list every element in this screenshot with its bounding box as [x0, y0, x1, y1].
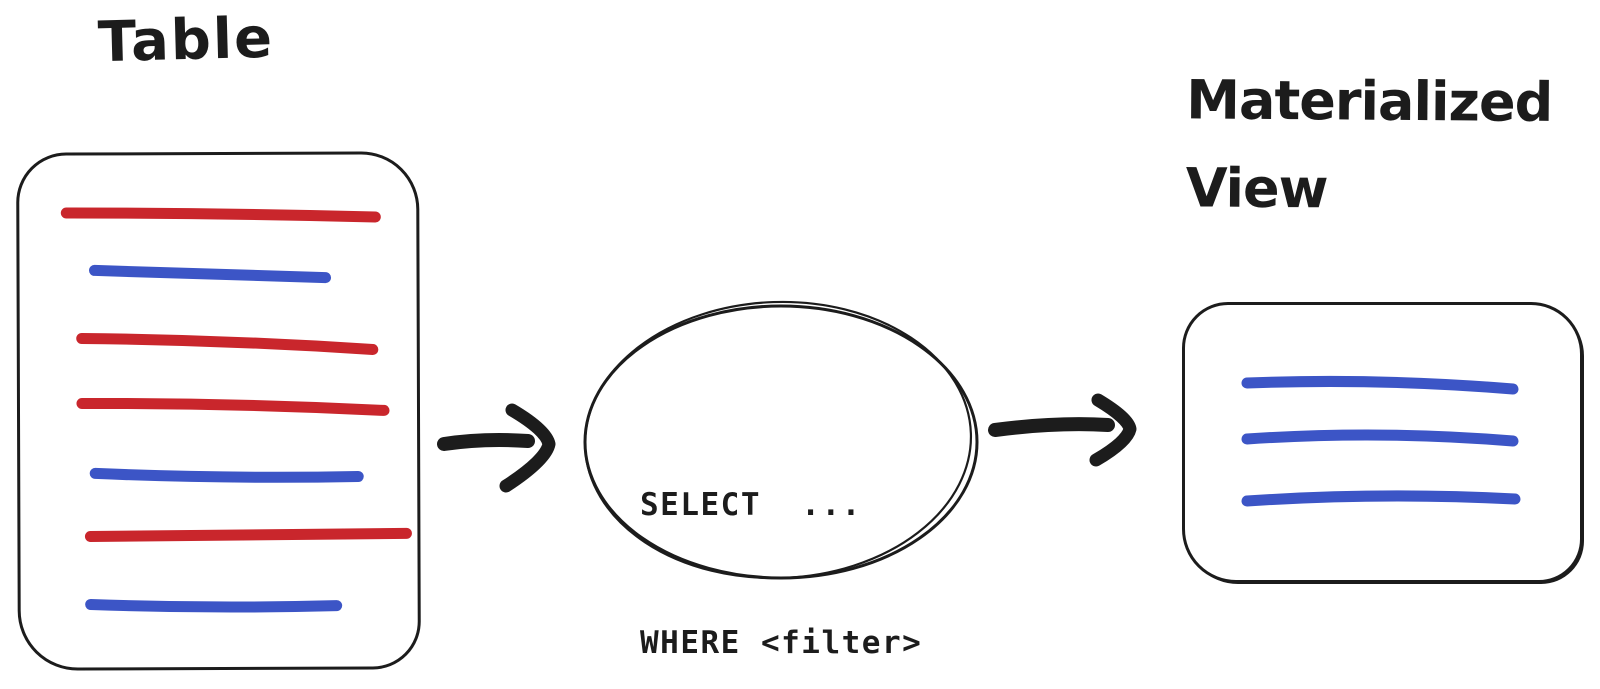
materialized-view-title: Materialized View — [1185, 68, 1553, 221]
materialized-view-box — [1182, 302, 1583, 583]
query-text: SELECT ... WHERE <filter> — [640, 390, 922, 689]
table-row-blue — [89, 467, 364, 483]
view-row-blue — [1241, 375, 1519, 395]
table-row-red — [76, 332, 379, 355]
table-row-blue — [85, 598, 343, 613]
table-row-red — [60, 207, 381, 223]
query-line-where: WHERE <filter> — [640, 625, 923, 661]
table-rows — [19, 154, 416, 613]
table-row-red — [84, 527, 412, 542]
table-title: Table — [97, 5, 275, 76]
table-row-red — [76, 397, 390, 416]
table-row-blue — [89, 264, 332, 284]
right-arrow-icon — [988, 393, 1137, 467]
table-box — [16, 151, 421, 671]
query-line-select: SELECT ... — [640, 487, 862, 523]
view-row-blue — [1241, 429, 1519, 447]
view-row-blue — [1241, 490, 1521, 507]
right-arrow-icon — [437, 403, 556, 493]
filter-ellipse — [583, 300, 979, 580]
